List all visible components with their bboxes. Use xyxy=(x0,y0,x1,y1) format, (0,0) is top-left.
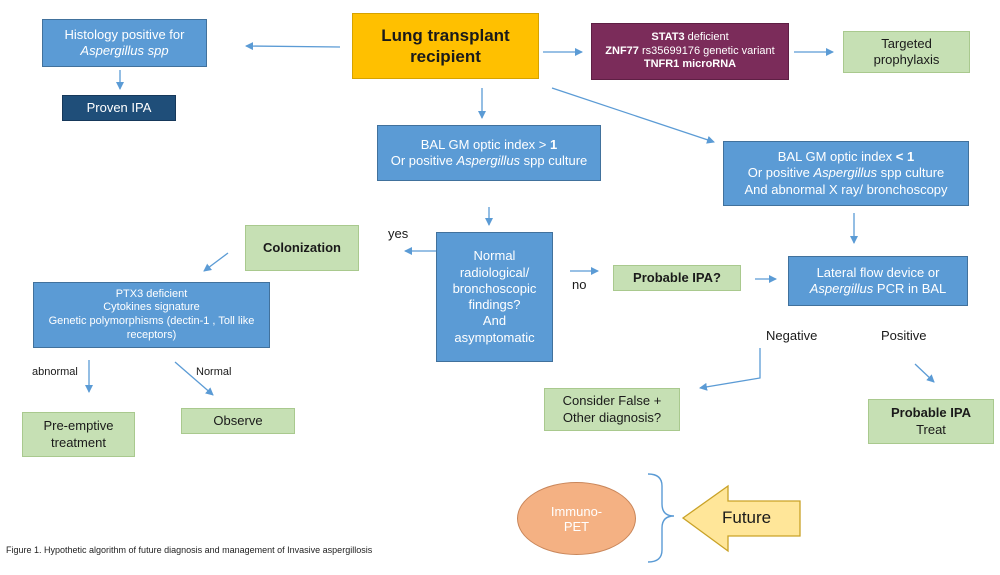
positive-label: Positive xyxy=(881,328,927,343)
recipient-label: Lung transplant recipient xyxy=(381,25,510,66)
arrow-ptx3-to-observe xyxy=(174,361,214,396)
no-label: no xyxy=(572,277,587,292)
probable-treat-line2: Treat xyxy=(916,421,946,437)
false-positive-box: Consider False + Other diagnosis? xyxy=(544,388,680,431)
lung-transplant-recipient-box: Lung transplant recipient xyxy=(352,13,539,79)
immuno-pet-line1: Immuno- xyxy=(550,503,603,519)
bal-high-line1: BAL GM optic index > 1 xyxy=(421,137,557,153)
bal-low-box: BAL GM optic index < 1 Or positive Asper… xyxy=(723,141,969,206)
bal-low-line3: And abnormal X ray/ bronchoscopy xyxy=(744,181,948,197)
immuno-pet-line2: PET xyxy=(563,518,590,534)
probable-treat-line1: Probable IPA xyxy=(891,405,971,421)
bal-low-threshold: < 1 xyxy=(895,149,915,165)
lateral-line2: Aspergillus PCR in BAL xyxy=(810,281,947,297)
bal-high-line2-post: spp culture xyxy=(520,153,588,168)
lateral-line1: Lateral flow device or xyxy=(816,264,940,280)
lateral-line2-post: PCR in BAL xyxy=(873,281,947,296)
future-bracket xyxy=(647,473,675,563)
colonization-box: Colonization xyxy=(245,225,359,271)
histology-line2: Aspergillus spp xyxy=(80,43,169,58)
bal-low-text: BAL GM optic index xyxy=(777,149,896,165)
probable-q-label: Probable IPA? xyxy=(633,269,721,285)
negative-label: Negative xyxy=(766,328,818,343)
colonization-label: Colonization xyxy=(263,239,341,255)
bal-low-line2: Or positive Aspergillus spp culture xyxy=(748,165,945,181)
ptx3-line4: receptors) xyxy=(126,328,177,341)
future-arrow-shape xyxy=(681,484,801,553)
ptx3-box: PTX3 deficient Cytokines signature Genet… xyxy=(33,282,270,348)
normal-label: Normal xyxy=(196,366,232,378)
stat3-rest: deficient xyxy=(684,30,729,43)
normal-line2: radiological/ xyxy=(459,264,530,280)
normal-line1: Normal xyxy=(473,248,516,264)
false-pos-line1: Consider False + xyxy=(562,393,662,409)
bal-low-line1: BAL GM optic index < 1 xyxy=(778,149,914,165)
yes-label: yes xyxy=(388,226,409,241)
arrow-colonization-to-ptx3 xyxy=(203,252,229,272)
figure-caption: Figure 1. Hypothetic algorithm of future… xyxy=(6,545,373,555)
histology-box: Histology positive for Aspergillus spp xyxy=(42,19,207,67)
future-label: Future xyxy=(722,508,772,527)
znf77-gene: ZNF77 xyxy=(605,44,639,57)
tnfr1-line: TNFR1 microRNA xyxy=(643,58,737,71)
observe-label: Observe xyxy=(213,412,263,428)
bal-high-aspergillus: Aspergillus xyxy=(456,153,521,168)
targeted-label: Targeted prophylaxis xyxy=(873,35,940,67)
histology-line1: Histology positive for xyxy=(64,26,185,42)
ptx3-line2: Cytokines signature xyxy=(103,301,200,314)
bal-low-line2-pre: Or positive xyxy=(747,165,814,181)
znf77-rest: rs35699176 genetic variant xyxy=(638,44,775,57)
immuno-pet-oval: Immuno- PET xyxy=(517,482,636,555)
targeted-prophylaxis-box: Targeted prophylaxis xyxy=(843,31,970,73)
arrow-negative-to-false-pos xyxy=(699,348,761,391)
normal-line4: findings? xyxy=(468,297,521,312)
preemptive-treatment-box: Pre-emptive treatment xyxy=(22,412,135,457)
bal-high-box: BAL GM optic index > 1 Or positive Asper… xyxy=(377,125,601,181)
bal-high-line2-pre: Or positive xyxy=(390,153,457,168)
stat3-line: STAT3 deficient xyxy=(651,31,728,45)
bal-low-line2-post: spp culture xyxy=(877,165,945,181)
bal-high-line2: Or positive Aspergillus spp culture xyxy=(391,153,588,169)
false-pos-line2: Other diagnosis? xyxy=(562,409,662,425)
stat3-gene: STAT3 xyxy=(651,30,685,43)
znf77-line: ZNF77 rs35699176 genetic variant xyxy=(605,45,774,59)
abnormal-label: abnormal xyxy=(32,366,78,378)
ptx3-line1: PTX3 deficient xyxy=(115,287,188,300)
normal-findings-box: Normal radiological/ bronchoscopic findi… xyxy=(436,232,553,362)
ptx3-line3: Genetic polymorphisms (dectin-1 , Toll l… xyxy=(48,315,255,327)
normal-line5: And xyxy=(482,313,507,329)
arrow-recipient-to-bal-low xyxy=(551,87,715,144)
normal-line6: asymptomatic xyxy=(454,329,535,345)
arrow-positive-to-treat xyxy=(914,363,935,383)
probable-ipa-treat-box: Probable IPA Treat xyxy=(868,399,994,444)
arrow-recipient-to-histology xyxy=(245,42,341,51)
bal-high-text: BAL GM optic index > xyxy=(420,136,550,152)
probable-ipa-question-box: Probable IPA? xyxy=(613,265,741,291)
preemptive-label: Pre-emptive treatment xyxy=(43,418,114,450)
proven-ipa-label: Proven IPA xyxy=(86,99,152,115)
bal-high-threshold: 1 xyxy=(550,136,558,152)
lateral-aspergillus: Aspergillus xyxy=(809,281,874,296)
proven-ipa-box: Proven IPA xyxy=(62,95,176,121)
genetic-markers-box: STAT3 deficient ZNF77 rs35699176 genetic… xyxy=(591,23,789,80)
observe-box: Observe xyxy=(181,408,295,434)
normal-line3: bronchoscopic xyxy=(452,280,537,296)
bal-low-aspergillus: Aspergillus xyxy=(813,165,878,181)
lateral-flow-box: Lateral flow device or Aspergillus PCR i… xyxy=(788,256,968,306)
